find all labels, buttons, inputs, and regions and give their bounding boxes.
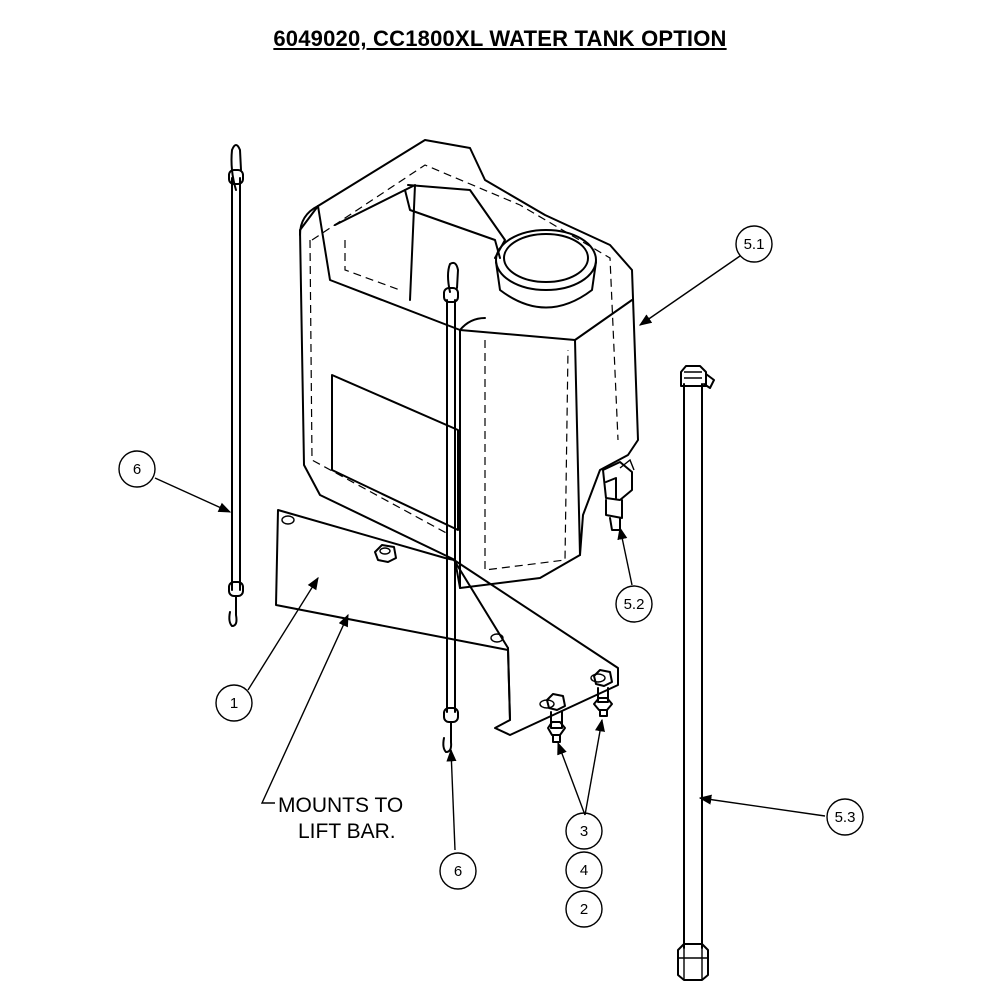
bolt-and-nut-left [546, 693, 566, 743]
callout-5-3: 5.3 [826, 798, 864, 836]
bolt-and-nut-right [593, 669, 613, 717]
svg-text:5.2: 5.2 [624, 596, 645, 613]
callout-6-center: 6 [439, 852, 477, 890]
callout-1: 1 [215, 684, 253, 722]
drain-hose [677, 365, 715, 981]
svg-text:5.3: 5.3 [835, 809, 856, 826]
mounting-bracket [275, 509, 619, 736]
drawing-title: 6049020, CC1800XL WATER TANK OPTION [273, 26, 727, 51]
svg-text:3: 3 [580, 823, 588, 840]
svg-text:5.1: 5.1 [744, 236, 765, 253]
svg-text:6: 6 [454, 863, 462, 880]
svg-text:6: 6 [133, 461, 141, 478]
svg-text:2: 2 [580, 901, 588, 918]
callout-5-2: 5.2 [615, 585, 653, 623]
water-tank [299, 139, 639, 589]
callout-3: 3 [565, 812, 603, 850]
callout-4: 4 [565, 851, 603, 889]
svg-text:4: 4 [580, 862, 588, 879]
note-line-2: LIFT BAR. [298, 820, 396, 843]
note-line-1: MOUNTS TO [278, 794, 403, 817]
bungee-cord-left [228, 144, 244, 627]
leader-lines [154, 255, 826, 851]
callout-5-1: 5.1 [735, 225, 773, 263]
svg-text:1: 1 [230, 695, 238, 712]
spigot-valve [602, 458, 635, 531]
callout-2: 2 [565, 890, 603, 928]
bungee-cord-center [442, 261, 459, 753]
callout-6-left: 6 [118, 450, 156, 488]
